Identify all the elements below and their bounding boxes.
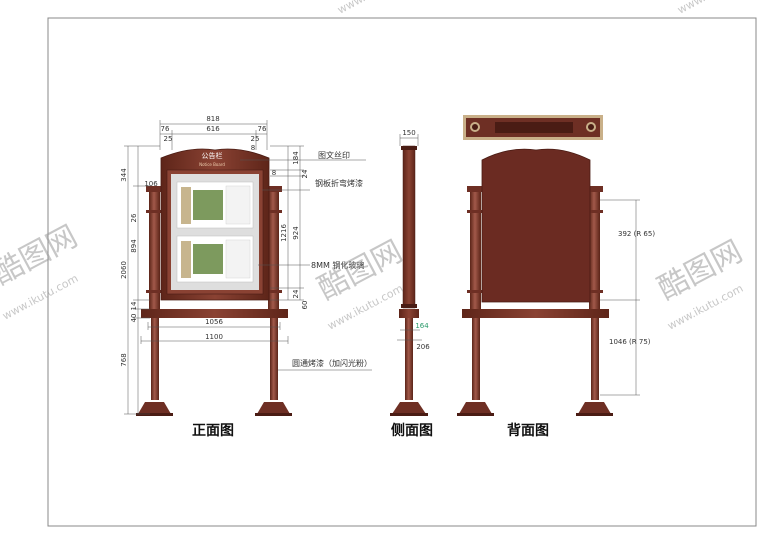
side-view-label: 侧面图	[391, 422, 433, 439]
dim-8-crown: 8	[251, 144, 255, 152]
notice-sheet-top	[176, 181, 254, 229]
note-steel: 钢板折弯烤漆	[315, 178, 363, 188]
dim-894: 894	[130, 239, 138, 253]
front-bottom-dimensions	[140, 322, 289, 344]
dim-40: 40	[130, 314, 138, 323]
drawing-border	[47, 17, 757, 527]
watermarks: 酷图网 www.ikutu.com 酷图网 www.ikutu.com 酷图网 …	[0, 0, 755, 333]
front-left-post	[136, 186, 173, 416]
front-top-dimensions	[159, 120, 268, 150]
back-dim-1046: 1046 (R 75)	[609, 338, 651, 346]
back-dim-392: 392 (R 65)	[618, 230, 655, 238]
back-view-label: 背面图	[507, 422, 549, 439]
dim-344: 344	[120, 168, 128, 182]
front-right-post	[255, 186, 292, 416]
side-base	[392, 402, 426, 414]
dim-2060: 2060	[120, 261, 128, 279]
board-subtitle: Notice Board	[199, 162, 225, 167]
board-title: 公告栏	[202, 151, 223, 160]
front-view: 公告栏 Notice Board 818 76 616 76 25	[120, 115, 372, 439]
dim-768: 768	[120, 353, 128, 366]
dim-25-left: 25	[164, 135, 173, 143]
note-paint: 圆通烤漆（加闪光粉）	[292, 358, 372, 368]
back-right-post	[576, 186, 613, 416]
back-crossbar	[462, 309, 609, 318]
side-dim-164: 164	[415, 322, 429, 330]
dim-24-bottom: 24	[292, 289, 300, 298]
dim-106: 106	[144, 180, 158, 188]
dim-1100: 1100	[205, 333, 223, 341]
watermark-url-top-center: www.ikutu.com	[335, 0, 415, 17]
dim-1056: 1056	[205, 318, 223, 326]
dim-60: 60	[301, 301, 309, 310]
dim-616: 616	[206, 125, 220, 133]
dim-924: 924	[292, 226, 300, 240]
back-left-post	[457, 186, 494, 416]
side-dim-150: 150	[402, 129, 415, 137]
front-leader-lines	[240, 159, 372, 371]
back-dimensions	[600, 199, 640, 396]
back-top-plaque	[463, 115, 603, 140]
watermark-url-top-right: www.ikutu.com	[675, 0, 755, 17]
note-glass: 8MM 钢化玻璃	[311, 260, 364, 270]
dim-76-right: 76	[258, 125, 267, 133]
notice-sheet-bottom	[176, 235, 254, 283]
side-view: 150 164 206 侧面图	[390, 129, 433, 439]
side-dimensions	[397, 134, 422, 341]
front-left-dimensions	[124, 145, 160, 415]
dim-8-right: 8	[272, 169, 276, 177]
dim-76-left: 76	[161, 125, 170, 133]
dim-818: 818	[206, 115, 219, 123]
dim-184: 184	[292, 151, 300, 165]
dim-25-right: 25	[251, 135, 260, 143]
front-crossbar	[141, 309, 288, 318]
back-view: 392 (R 65) 1046 (R 75) 背面图	[457, 115, 655, 439]
side-dim-206: 206	[416, 343, 430, 351]
dim-14: 14	[130, 301, 138, 310]
side-crossbar	[399, 309, 419, 318]
dim-26: 26	[130, 213, 138, 222]
side-pole	[405, 318, 413, 400]
front-right-dimensions	[270, 145, 304, 301]
front-view-label: 正面图	[192, 423, 234, 439]
dim-1216: 1216	[280, 224, 288, 242]
side-board	[402, 145, 416, 309]
dim-24-top: 24	[301, 169, 309, 178]
note-pattern: 图文丝印	[318, 150, 350, 160]
back-board	[481, 148, 591, 303]
